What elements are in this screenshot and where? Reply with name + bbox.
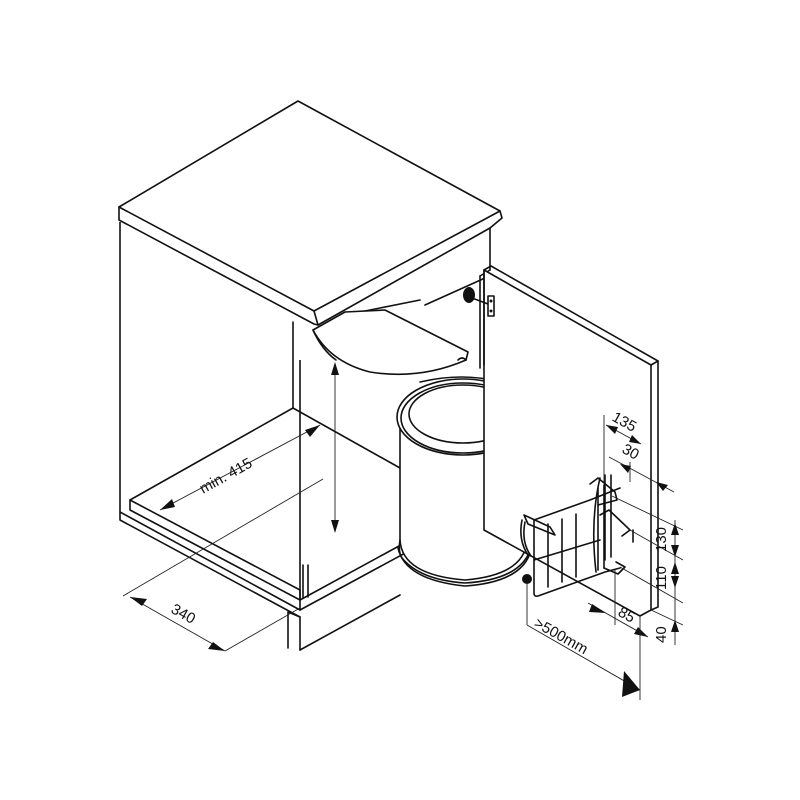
dimension-label-85: 85	[615, 604, 638, 627]
dimension-label-110: 110	[653, 566, 670, 590]
dimension-vertical-bin-height	[331, 362, 339, 533]
door-hinge	[463, 287, 495, 317]
dimension-label-40: 40	[653, 626, 670, 643]
cabinet-body	[119, 222, 421, 651]
dimension-vertical-chain: 130 110 40	[611, 495, 684, 645]
countertop	[118, 100, 503, 326]
cabinet-door	[479, 265, 659, 617]
dimension-label-30: 30	[619, 441, 642, 464]
dimension-label-500mm: >500mm	[531, 615, 591, 658]
dimension-85: 85	[587, 570, 649, 700]
bin-lid	[312, 309, 469, 376]
dimension-label-340: 340	[168, 601, 198, 628]
dimension-label-130: 130	[653, 527, 670, 552]
mounting-bracket	[520, 474, 634, 597]
